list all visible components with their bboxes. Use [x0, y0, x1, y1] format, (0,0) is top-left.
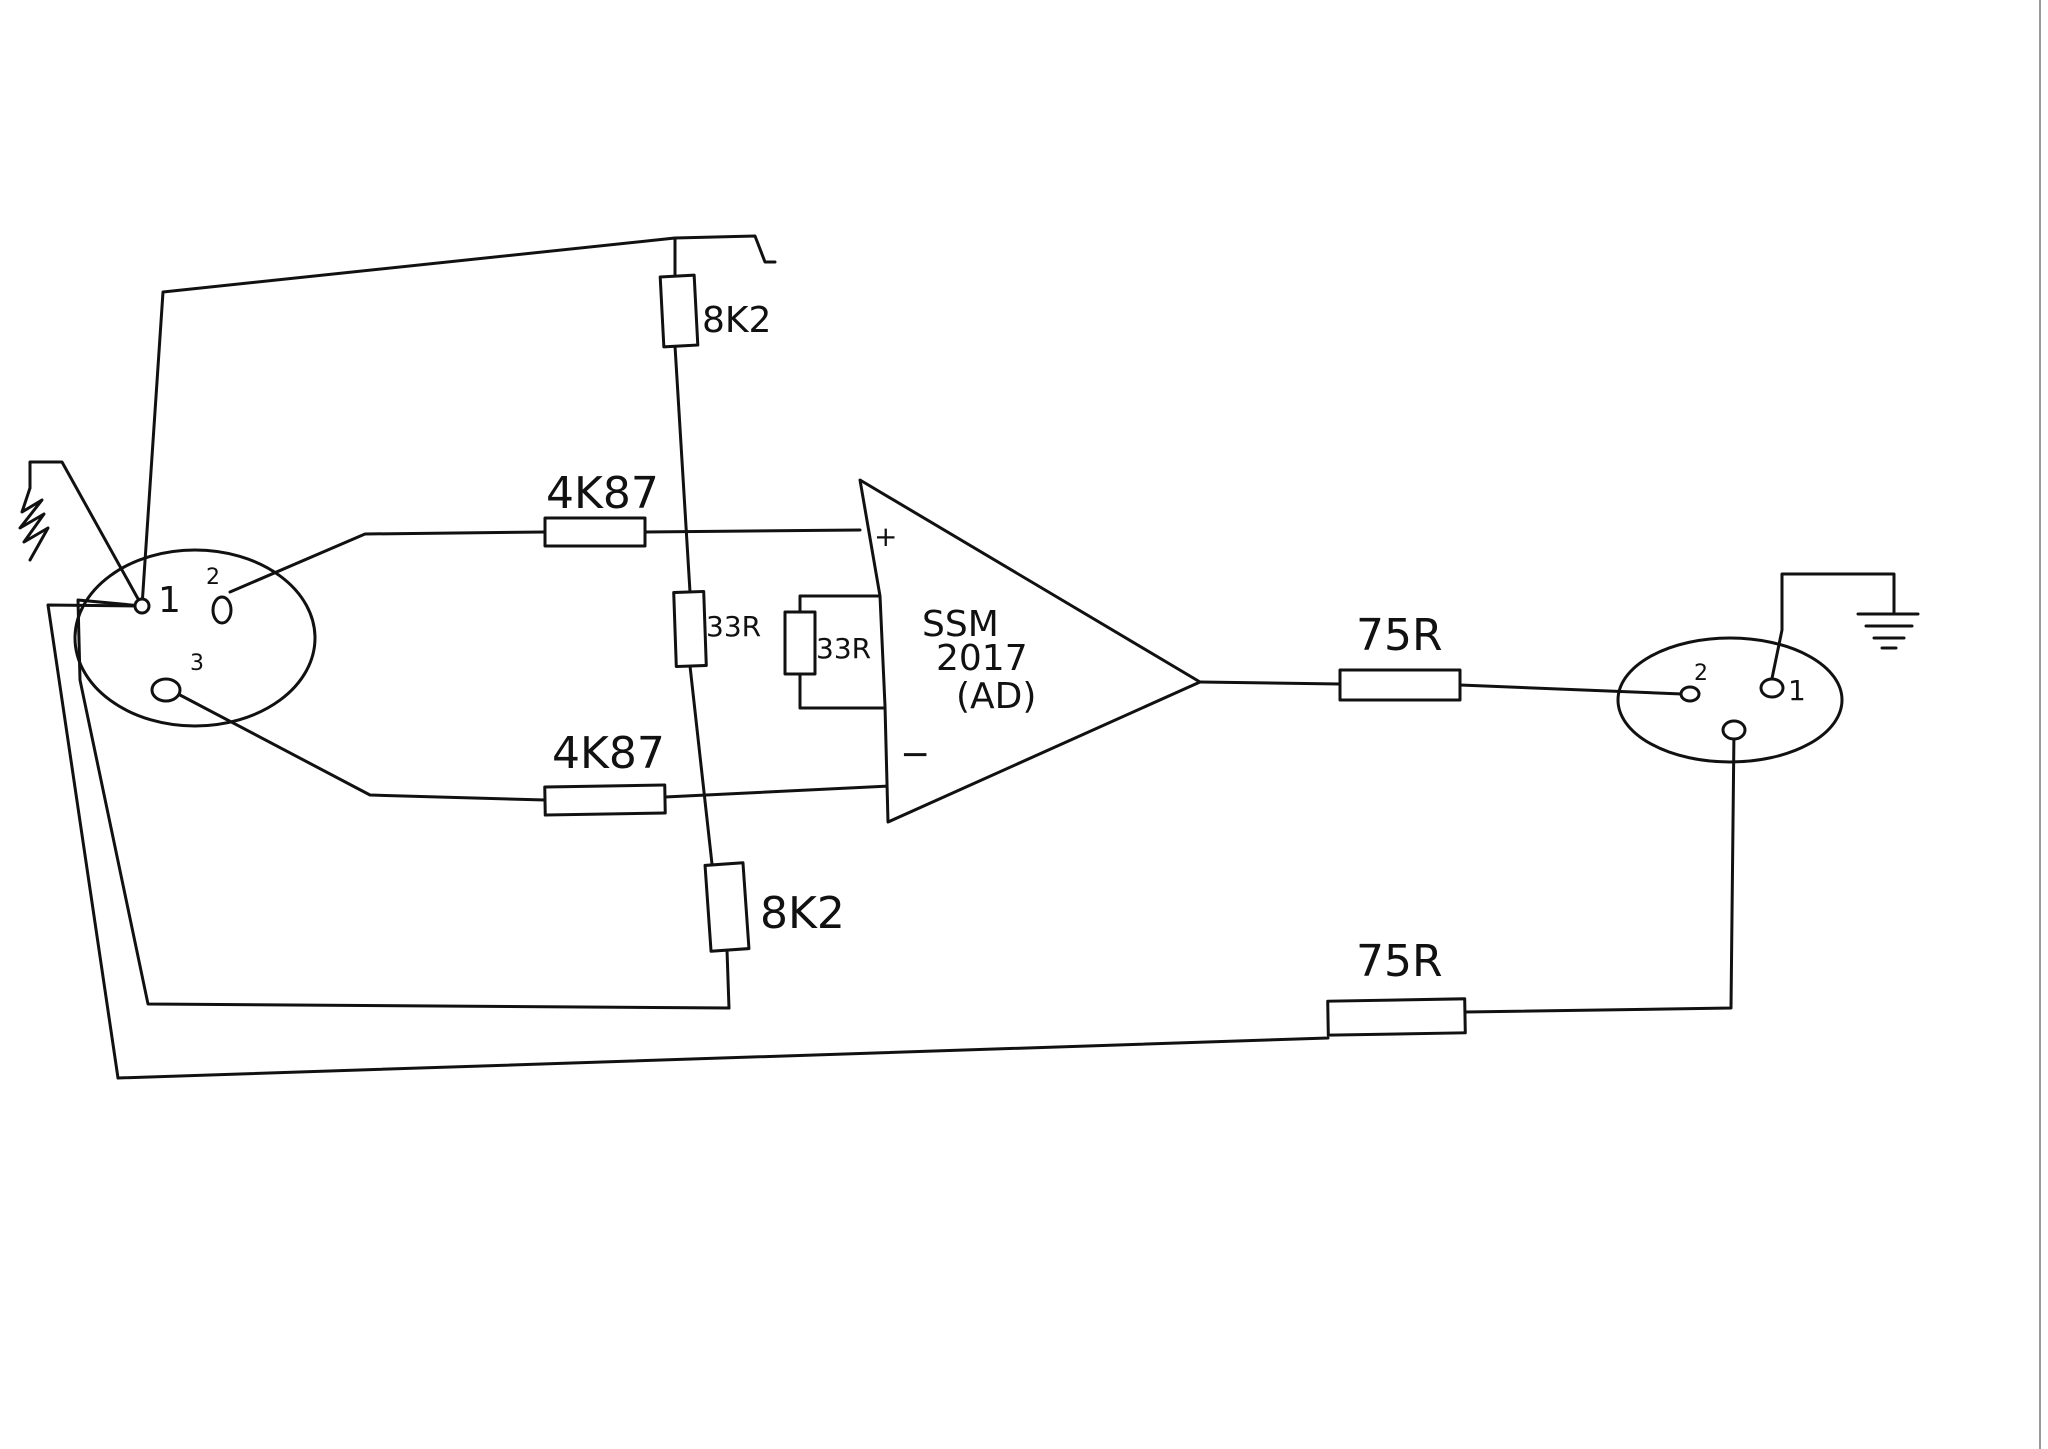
wire-left-loop-outer: [46, 603, 144, 1080]
ground-icon: [18, 486, 50, 562]
amp-label-line2: 2017: [936, 638, 1028, 679]
input-pin2: [211, 595, 233, 625]
output-pin1-label: 1: [1788, 674, 1806, 707]
input-pin1: [133, 597, 151, 615]
input-pin2-label: 2: [206, 565, 220, 590]
label-gain: 33R: [816, 632, 871, 665]
resistor-out-signal: [1338, 668, 1462, 702]
wire-8k2-to-33r: [673, 344, 692, 594]
amp-plus-label: +: [874, 520, 897, 553]
label-in-plus: 4K87: [546, 468, 659, 519]
wire-r-out-to-pin2: [1458, 683, 1684, 696]
wire-33r-to-8k2: [688, 664, 714, 866]
input-pin1-label: 1: [158, 580, 181, 621]
wire-r-in-plus-to-amp: [643, 528, 862, 534]
resistor-in-minus: [543, 783, 667, 817]
ground-icon: [1856, 612, 1920, 650]
amp-minus-label: −: [900, 734, 930, 775]
label-top-bias: 8K2: [702, 300, 771, 341]
wire-return-75r: [116, 1036, 1330, 1080]
label-center: 33R: [706, 610, 761, 643]
resistor-top-bias: [658, 273, 700, 349]
resistor-in-plus: [543, 516, 647, 548]
wires: [28, 234, 1896, 1080]
wire-top-rail: [140, 234, 777, 608]
wire-r-in-minus-to-amp: [663, 784, 892, 799]
label-bottom-bias: 8K2: [760, 888, 845, 939]
op-amp-symbol: [858, 478, 1202, 824]
wire-left-ground: [28, 460, 144, 608]
label-in-minus: 4K87: [552, 728, 665, 779]
resistor-out-return: [1326, 997, 1467, 1037]
output-connector: [1616, 636, 1844, 764]
wire-pin3-return: [1463, 728, 1736, 1014]
output-pin3: [1721, 719, 1747, 741]
wire-gain-bottom: [798, 672, 887, 710]
output-pin1: [1759, 677, 1785, 699]
wire-pin3-to-r-in-minus: [178, 693, 547, 802]
output-pin2-label: 2: [1694, 661, 1708, 686]
amp-label-line1: SSM: [922, 604, 999, 645]
label-out-signal: 75R: [1356, 610, 1443, 661]
wire-gain-top: [798, 594, 882, 614]
resistor-bottom-bias: [703, 861, 751, 953]
wire-left-loop-inner: [76, 598, 731, 1010]
amp-label-line3: (AD): [956, 676, 1036, 717]
input-pin3-label: 3: [190, 651, 204, 676]
output-pin2: [1679, 685, 1701, 703]
input-connector: [73, 548, 317, 728]
input-pin3: [150, 677, 182, 703]
wire-pin2-to-r-in-plus: [228, 530, 547, 594]
label-out-return: 75R: [1356, 936, 1443, 987]
wire-right-ground: [1768, 572, 1896, 690]
resistor-center: [672, 589, 708, 669]
wire-amp-out: [1198, 680, 1342, 686]
wire-8k2-to-bottom: [725, 948, 731, 1010]
resistor-gain: [783, 610, 817, 676]
